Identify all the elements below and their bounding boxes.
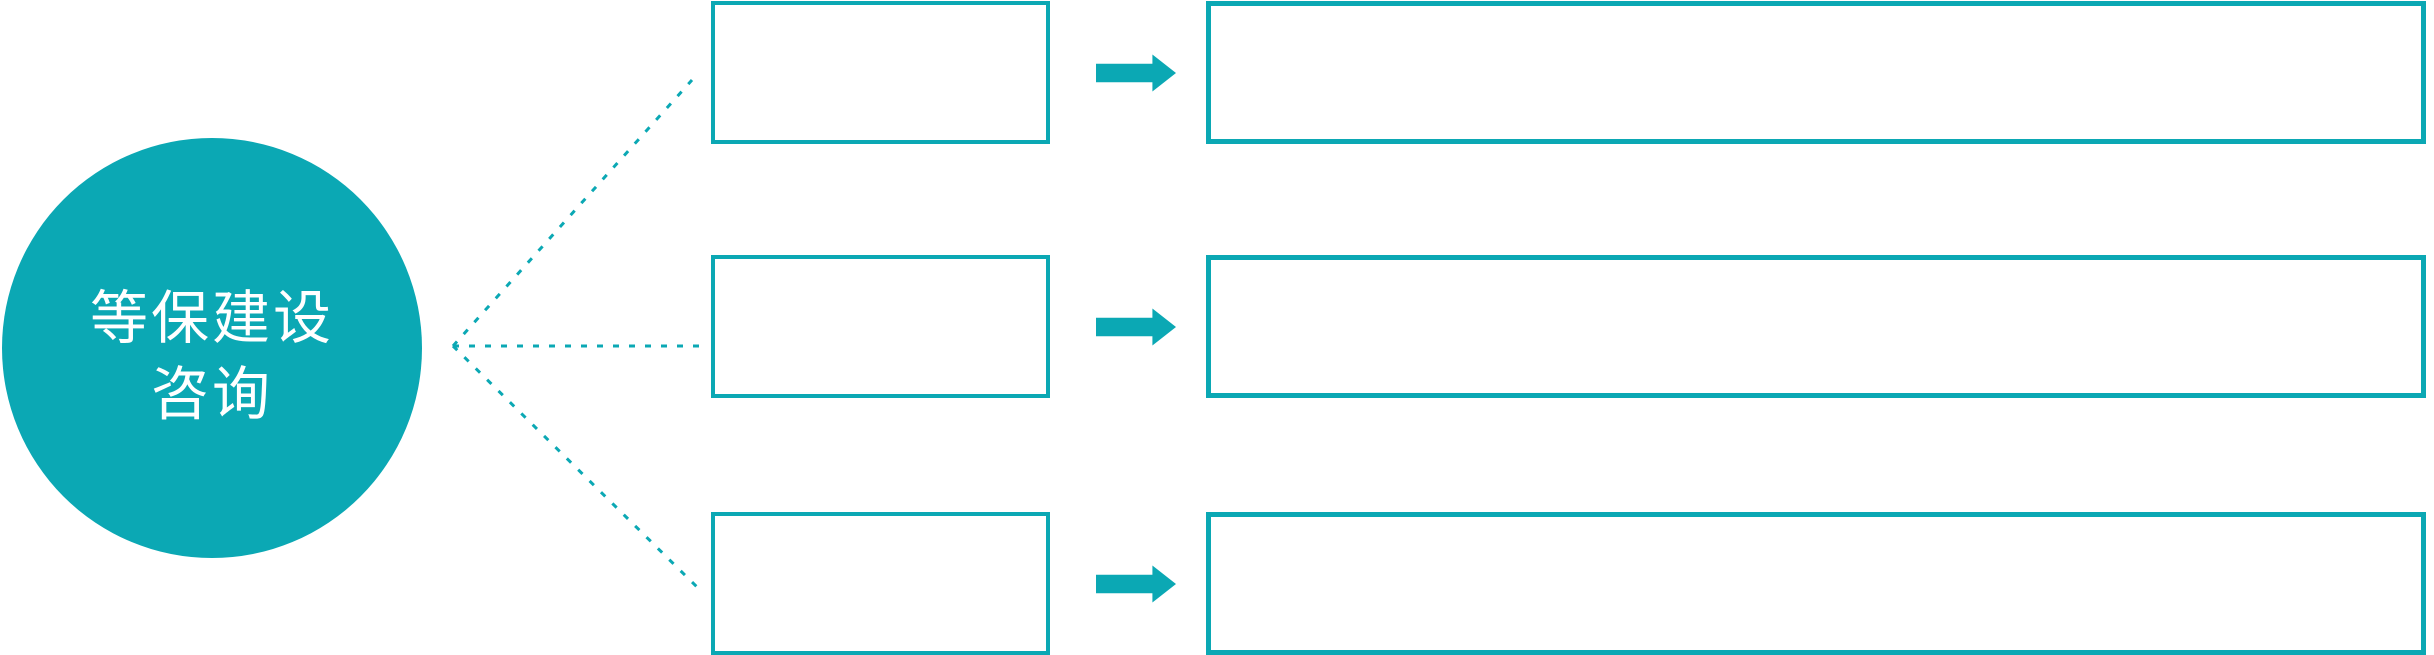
- small-box-1: [711, 1, 1050, 144]
- topic-label-line1: 等保建设: [89, 286, 334, 351]
- right-arrow-icon-1: [1096, 54, 1176, 92]
- dotted-connector-bottom: [451, 344, 700, 590]
- small-box-3: [711, 512, 1050, 655]
- small-box-2: [711, 255, 1050, 398]
- topic-label: 等保建设 咨询: [90, 281, 334, 433]
- large-box-2: [1206, 255, 2426, 398]
- topic-label-line2: 咨询: [150, 362, 273, 427]
- dotted-connector-top: [451, 78, 694, 348]
- topic-circle: 等保建设 咨询: [2, 138, 422, 558]
- large-box-3: [1206, 512, 2426, 655]
- large-box-1: [1206, 1, 2426, 144]
- right-arrow-icon-3: [1096, 565, 1176, 603]
- right-arrow-icon-2: [1096, 308, 1176, 346]
